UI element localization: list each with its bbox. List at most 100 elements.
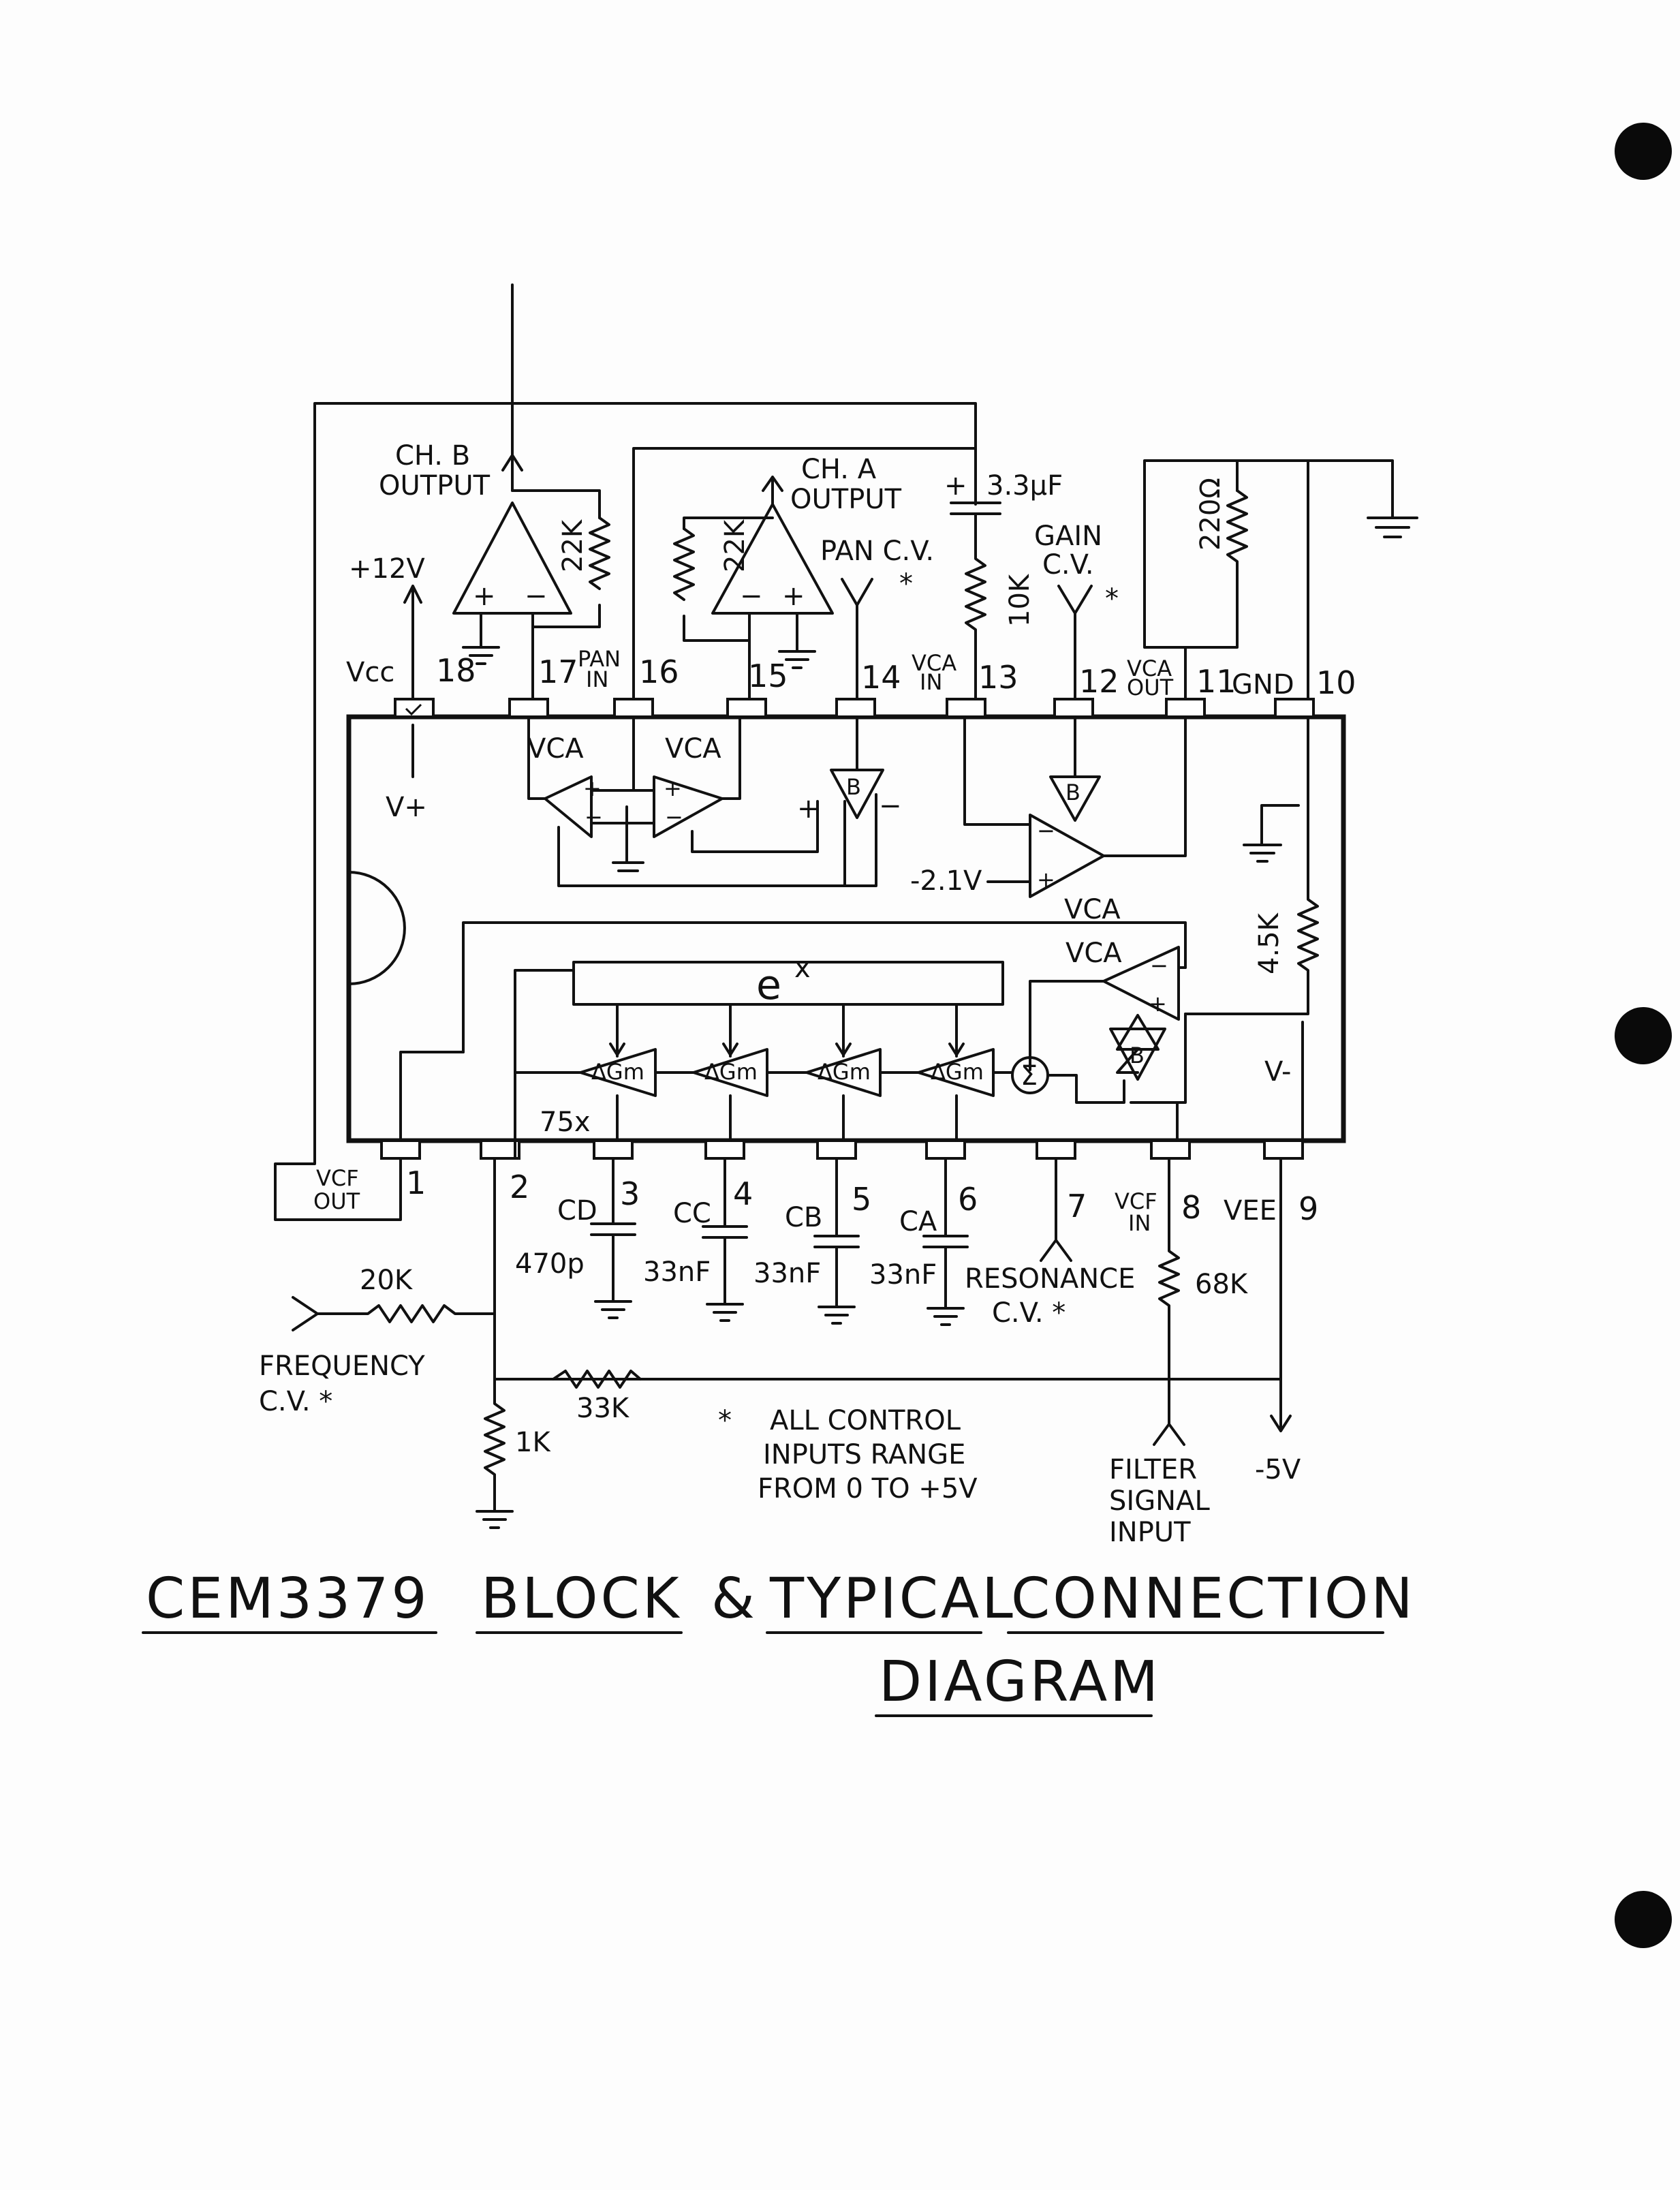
bottom-pins — [380, 1139, 1304, 1160]
ch-b-opamp: + − — [452, 489, 610, 700]
r33k — [552, 1370, 642, 1389]
punch-hole-top — [1615, 123, 1672, 180]
pin2-number: 2 — [510, 1169, 529, 1205]
resonance-label-2: C.V. * — [992, 1297, 1065, 1329]
gm-cells — [399, 969, 1014, 1160]
svg-text:−: − — [525, 581, 548, 612]
ch-b-output-label-2: OUTPUT — [379, 470, 491, 502]
gm-label-4: ΔGm — [931, 1059, 984, 1085]
cap-33n-label-2: 33nF — [753, 1258, 821, 1289]
vca-label-1: VCA — [527, 733, 584, 765]
pin8-name-2: IN — [1128, 1210, 1151, 1236]
internal-ground — [1243, 804, 1300, 863]
pin8-name: VCF — [1115, 1188, 1157, 1214]
filter-label-2: SIGNAL — [1109, 1485, 1210, 1517]
cap-cb-label: CB — [785, 1202, 822, 1233]
cap-cc-label: CC — [673, 1198, 711, 1229]
pin13-name: VCA — [912, 650, 956, 676]
svg-text:−: − — [585, 804, 603, 830]
svg-text:+: + — [473, 581, 496, 612]
pin8-number: 8 — [1181, 1189, 1201, 1226]
diagram-title: CEM3379 BLOCK & TYPICAL CONNECTION DIAGR… — [142, 1567, 1413, 1717]
frequency-label-1: FREQUENCY — [259, 1351, 425, 1382]
r1k — [476, 1378, 514, 1529]
vca-out-wire — [1143, 459, 1239, 700]
pin1-number: 1 — [406, 1165, 426, 1201]
resonance-label-1: RESONANCE — [965, 1263, 1135, 1295]
cap-3u3-plus: + — [944, 470, 967, 502]
gain-cv-label-1: GAIN — [1034, 521, 1102, 552]
r22k-left-label: 22K — [557, 519, 589, 572]
gain-vca-block: − + — [963, 715, 1187, 898]
cap-470p-label: 470p — [515, 1248, 585, 1280]
minus5v-label: -5V — [1255, 1454, 1301, 1485]
pin16-name: PAN — [578, 646, 621, 672]
pan-in-wire — [632, 447, 977, 700]
pin10-name: GND — [1232, 669, 1294, 700]
pin11-number: 11 — [1196, 663, 1236, 700]
bias-label: -2.1V — [910, 865, 982, 897]
svg-text:+: + — [664, 775, 682, 801]
ch-a-opamp: − + — [673, 476, 834, 700]
filter-frame-wire — [462, 921, 1187, 1053]
pan-cv-input — [841, 578, 873, 700]
vplus-label: V+ — [386, 792, 427, 823]
pan-vca-block: + + − − — [527, 715, 846, 887]
svg-text:−: − — [740, 581, 763, 612]
pin14-number: 14 — [861, 659, 901, 696]
note-line-2: INPUTS RANGE — [763, 1439, 965, 1470]
exp-converter — [572, 961, 1004, 1006]
gm-label-3: ΔGm — [818, 1059, 871, 1085]
pin1-name: VCF — [316, 1165, 359, 1191]
r4k5 — [1184, 715, 1319, 1015]
pin18-number: 18 — [436, 652, 476, 689]
gain-cv-label-2: C.V. — [1042, 549, 1094, 581]
resonance-vca: − + — [1029, 946, 1187, 1074]
svg-text:+: + — [583, 775, 602, 801]
pin1-name-2: OUT — [313, 1188, 360, 1214]
pin9-name: VEE — [1224, 1195, 1277, 1227]
pin11-name-2: OUT — [1127, 675, 1174, 700]
pan-cv-label: PAN C.V. — [820, 536, 934, 567]
vcf-out-loop-wire — [274, 402, 977, 1221]
pan-buffer-plus: + — [797, 793, 820, 824]
r68k-label: 68K — [1195, 1269, 1249, 1300]
pin16-number: 16 — [639, 653, 679, 690]
cap-3u3 — [950, 447, 1001, 540]
ch-a-output-label-1: CH. A — [801, 454, 877, 485]
svg-text:−: − — [1037, 818, 1055, 844]
pin9-number: 9 — [1298, 1190, 1318, 1227]
ground-top-right — [1367, 516, 1418, 538]
note-star: * — [718, 1405, 732, 1436]
gm-label-1: ΔGm — [591, 1059, 644, 1085]
pin7-number: 7 — [1067, 1188, 1087, 1224]
r10k — [965, 537, 986, 700]
pan-buffer — [830, 715, 884, 887]
r22k-right-label: 22K — [719, 519, 751, 572]
pin10-number: 10 — [1316, 664, 1356, 701]
pin13-number: 13 — [978, 659, 1018, 696]
svg-text:+: + — [1149, 991, 1167, 1017]
vca-label-3: VCA — [1064, 894, 1121, 925]
gain-buffer-b: B — [1065, 780, 1080, 805]
note-line-3: FROM 0 TO +5V — [758, 1473, 978, 1505]
r20k — [292, 1296, 496, 1331]
filter-label-3: INPUT — [1109, 1517, 1191, 1548]
ch-b-output-label-1: CH. B — [395, 440, 470, 472]
pin4-number: 4 — [733, 1175, 753, 1212]
pin13-name-2: IN — [920, 669, 942, 695]
pan-buffer-b: B — [846, 774, 861, 800]
r10k-label: 10K — [1004, 573, 1036, 627]
vca-label-2: VCA — [665, 733, 721, 765]
pin18-name: Vcc — [346, 657, 394, 688]
r4k5-label: 4.5K — [1254, 912, 1285, 974]
title-block: BLOCK — [481, 1567, 682, 1631]
svg-text:−: − — [1150, 953, 1168, 978]
pan-buffer-minus: − — [879, 790, 902, 822]
pin3-number: 3 — [620, 1175, 640, 1212]
pan-cv-star: * — [899, 568, 913, 600]
r33k-label: 33K — [576, 1393, 630, 1424]
vca-label-4: VCA — [1065, 938, 1122, 969]
